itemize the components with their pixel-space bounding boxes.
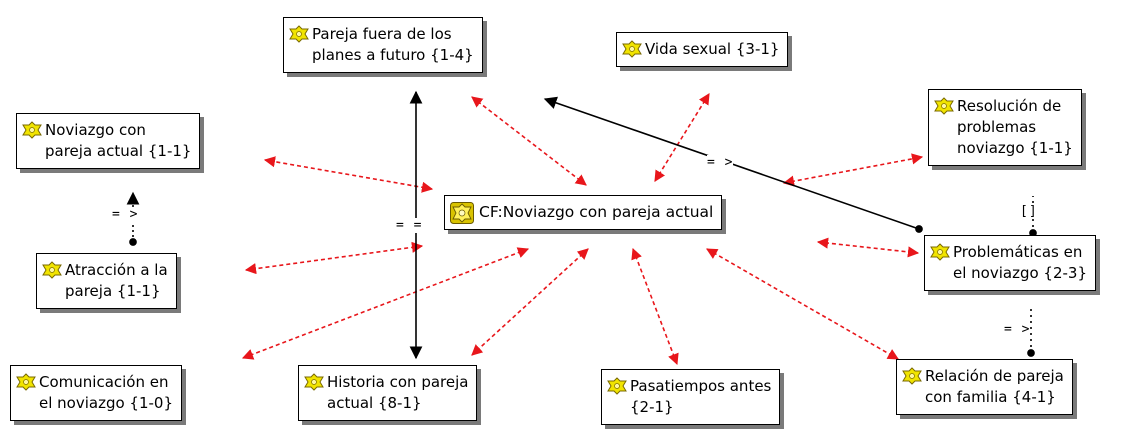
node-label-line: noviazgo {1-1} xyxy=(957,139,1073,157)
node-label-line: Atracción a la xyxy=(65,261,168,279)
node-label-line: el noviazgo {2-3} xyxy=(953,264,1088,282)
node-label-line: {2-1} xyxy=(630,398,674,416)
relation-label-resolucion-problem: [] xyxy=(1020,204,1038,219)
node-atraccion-pareja[interactable]: Atracción a la pareja {1-1} xyxy=(36,253,177,309)
node-core-noviazgo[interactable]: CF:Noviazgo con pareja actual xyxy=(444,195,723,230)
node-resolucion-problemas[interactable]: Resolución de problemas noviazgo {1-1} xyxy=(928,89,1082,166)
core-label: CF:Noviazgo con pareja actual xyxy=(479,203,714,221)
node-label-line: pareja {1-1} xyxy=(65,282,161,300)
link-core-resolucion xyxy=(782,153,924,187)
node-pasatiempos[interactable]: Pasatiempos antes {2-1} xyxy=(601,369,781,425)
node-problematicas-noviazgo[interactable]: Problemáticas en el noviazgo {2-3} xyxy=(924,235,1097,291)
link-core-problematicas xyxy=(816,237,920,258)
code-icon xyxy=(22,121,42,139)
link-core-pasatiempos xyxy=(631,247,679,366)
code-icon xyxy=(934,97,954,115)
node-label-line: pareja actual {1-1} xyxy=(45,142,192,160)
node-historia-pareja[interactable]: Historia con pareja actual {8-1} xyxy=(298,365,478,421)
link-core-historia xyxy=(471,248,589,356)
node-label-line: con familia {4-1} xyxy=(925,388,1056,406)
node-label-line: actual {8-1} xyxy=(327,394,422,412)
node-label-line: Noviazgo con xyxy=(45,121,146,139)
node-label-line: Vida sexual {3-1} xyxy=(645,40,780,58)
node-label-line: Historia con pareja xyxy=(327,373,469,391)
code-icon xyxy=(304,373,324,391)
node-label-line: problemas xyxy=(957,118,1037,136)
node-label-line: Pasatiempos antes xyxy=(630,377,772,395)
link-core-relacion xyxy=(706,248,899,360)
node-relacion-familia[interactable]: Relación de pareja con familia {4-1} xyxy=(896,359,1073,415)
relation-label-noviazgo-atraccion: = > xyxy=(112,207,139,222)
code-icon xyxy=(622,40,642,58)
link-core-vida-sexual xyxy=(654,93,710,182)
node-label-line: Problemáticas en xyxy=(953,243,1083,261)
node-pareja-fuera-planes[interactable]: Pareja fuera de los planes a futuro {1-4… xyxy=(283,17,483,73)
node-label-line: planes a futuro {1-4} xyxy=(312,46,474,64)
link-core-noviazgo xyxy=(263,156,434,193)
node-noviazgo-pareja-actual[interactable]: Noviazgo con pareja actual {1-1} xyxy=(16,113,201,169)
relation-label-problematicas-pareja: = > xyxy=(707,155,734,170)
node-label-line: Resolución de xyxy=(957,97,1062,115)
code-icon xyxy=(902,367,922,385)
code-icon xyxy=(607,377,627,395)
code-icon xyxy=(930,243,950,261)
code-icon xyxy=(16,373,36,391)
link-core-atraccion xyxy=(244,241,424,275)
relation-label-problem-relacion: = > xyxy=(1004,322,1031,337)
code-icon xyxy=(289,25,309,43)
code-icon xyxy=(42,261,62,279)
link-core-comunicacion xyxy=(241,247,530,360)
node-label-line: el noviazgo {1-0} xyxy=(39,394,174,412)
core-code-icon xyxy=(450,202,474,224)
node-label-line: Relación de pareja xyxy=(925,367,1064,385)
link-core-pareja-fuera xyxy=(471,96,587,186)
node-comunicacion-noviazgo[interactable]: Comunicación en el noviazgo {1-0} xyxy=(10,365,183,421)
node-label-line: Pareja fuera de los xyxy=(312,25,452,43)
node-label-line: Comunicación en xyxy=(39,373,169,391)
node-vida-sexual[interactable]: Vida sexual {3-1} xyxy=(616,32,789,67)
relation-label-pareja-historia: = = xyxy=(396,218,423,233)
